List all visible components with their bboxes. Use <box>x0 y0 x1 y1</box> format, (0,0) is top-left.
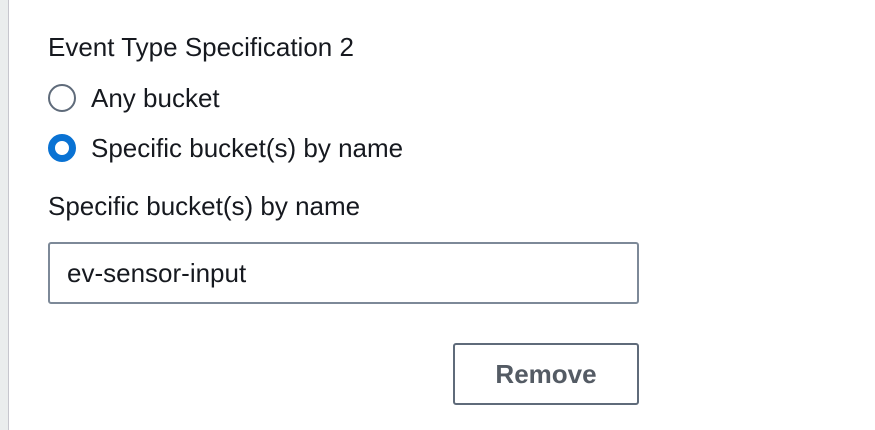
radio-any-bucket-label: Any bucket <box>91 83 220 113</box>
bucket-field-label: Specific bucket(s) by name <box>48 191 361 221</box>
radio-specific-bucket[interactable]: Specific bucket(s) by name <box>48 131 403 165</box>
radio-checked-icon[interactable] <box>48 134 76 162</box>
panel-left-border <box>0 0 9 430</box>
remove-button[interactable]: Remove <box>453 343 639 405</box>
radio-unchecked-icon[interactable] <box>48 84 76 112</box>
section-title: Event Type Specification 2 <box>48 32 354 62</box>
bucket-name-input[interactable] <box>48 242 639 304</box>
radio-any-bucket[interactable]: Any bucket <box>48 81 220 115</box>
radio-specific-bucket-label: Specific bucket(s) by name <box>91 133 404 163</box>
